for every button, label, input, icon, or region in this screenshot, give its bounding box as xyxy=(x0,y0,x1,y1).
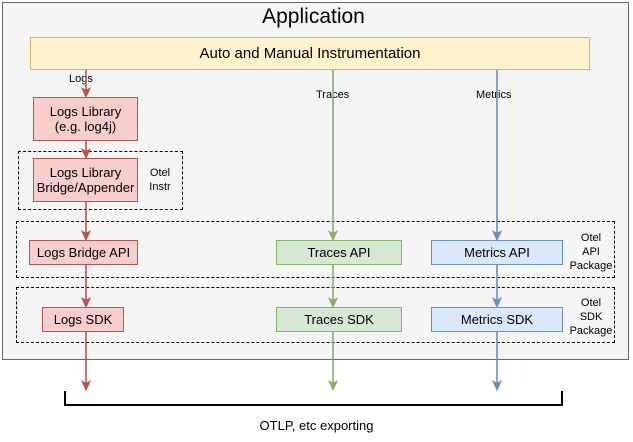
otel-sdk-label-line2: SDK xyxy=(579,311,603,323)
bridge-appender-line1: Logs Library xyxy=(49,165,122,180)
logs-library-bridge-appender-box[interactable]: Logs Library Bridge/Appender xyxy=(33,158,138,202)
metrics-sdk-box[interactable]: Metrics SDK xyxy=(431,307,563,332)
otel-instr-group xyxy=(18,151,183,210)
bridge-appender-line2: Bridge/Appender xyxy=(36,180,135,195)
traces-api-box[interactable]: Traces API xyxy=(276,240,402,265)
otel-sdk-package-group-label: Otel SDK Package xyxy=(563,296,619,338)
edge-label-logs: Logs xyxy=(69,73,93,85)
otel-instr-label-line2: Instr xyxy=(149,181,171,193)
logs-bridge-api-box[interactable]: Logs Bridge API xyxy=(29,240,138,265)
edge-label-traces: Traces xyxy=(316,89,350,101)
page-title: Application xyxy=(262,5,365,28)
logs-library-box[interactable]: Logs Library (e.g. log4j) xyxy=(33,97,138,141)
logs-library-line2: (e.g. log4j) xyxy=(54,119,117,134)
export-bracket xyxy=(64,391,563,406)
otel-sdk-label-line3: Package xyxy=(569,325,613,337)
auto-manual-instrumentation-box[interactable]: Auto and Manual Instrumentation xyxy=(30,37,590,70)
otel-sdk-label-line1: Otel xyxy=(580,297,602,309)
otel-instr-group-label: Otel Instr xyxy=(140,166,180,194)
logs-sdk-box[interactable]: Logs SDK xyxy=(42,307,124,332)
edge-label-metrics: Metrics xyxy=(476,89,512,101)
otel-api-package-group-label: Otel API Package xyxy=(563,231,619,273)
traces-sdk-box[interactable]: Traces SDK xyxy=(276,307,402,332)
metrics-api-box[interactable]: Metrics API xyxy=(431,240,563,265)
otel-sdk-package-group xyxy=(16,287,615,343)
otel-api-label-line1: Otel xyxy=(580,232,602,244)
otel-api-package-group xyxy=(16,221,615,278)
export-label: OTLP, etc exporting xyxy=(259,418,374,433)
logs-library-line1: Logs Library xyxy=(49,104,122,119)
otel-api-label-line3: Package xyxy=(569,260,613,272)
otel-instr-label-line1: Otel xyxy=(149,167,171,179)
otel-api-label-line2: API xyxy=(582,246,600,258)
